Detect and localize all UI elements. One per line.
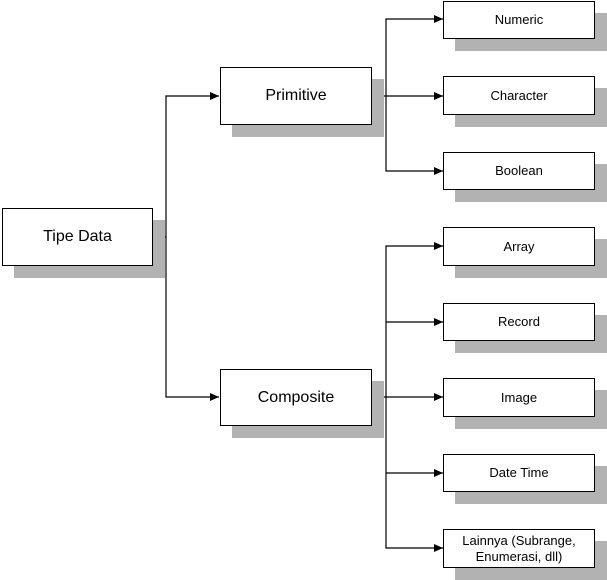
node-array: Array	[443, 227, 595, 266]
node-date-time: Date Time	[443, 454, 595, 492]
node-image-label: Image	[500, 389, 538, 405]
connector-composite-to-lainnya	[385, 397, 443, 552]
node-numeric-label: Numeric	[494, 12, 544, 28]
node-record: Record	[443, 303, 595, 341]
connector-primitive-to-boolean	[385, 96, 443, 175]
node-tipe-data: Tipe Data	[2, 208, 153, 266]
node-numeric: Numeric	[443, 1, 595, 39]
node-primitive: Primitive	[220, 67, 372, 125]
node-composite-label: Composite	[257, 388, 335, 406]
node-composite: Composite	[220, 369, 372, 426]
connector-primitive-to-numeric	[371, 15, 443, 97]
node-character-label: Character	[490, 87, 548, 103]
connector-root-to-composite	[165, 237, 219, 401]
node-record-label: Record	[498, 314, 540, 330]
node-lainnya: Lainnya (Subrange, Enumerasi, dll)	[443, 529, 595, 568]
node-array-label: Array	[503, 238, 535, 254]
node-character: Character	[443, 76, 595, 115]
node-date-time-label: Date Time	[489, 465, 549, 481]
node-primitive-label: Primitive	[265, 87, 327, 105]
node-lainnya-label: Lainnya (Subrange, Enumerasi, dll)	[462, 532, 576, 564]
node-image: Image	[443, 378, 595, 417]
node-boolean: Boolean	[443, 152, 595, 190]
connector-root-to-primitive	[152, 92, 219, 238]
node-boolean-label: Boolean	[495, 163, 543, 179]
node-tipe-data-label: Tipe Data	[43, 228, 112, 246]
